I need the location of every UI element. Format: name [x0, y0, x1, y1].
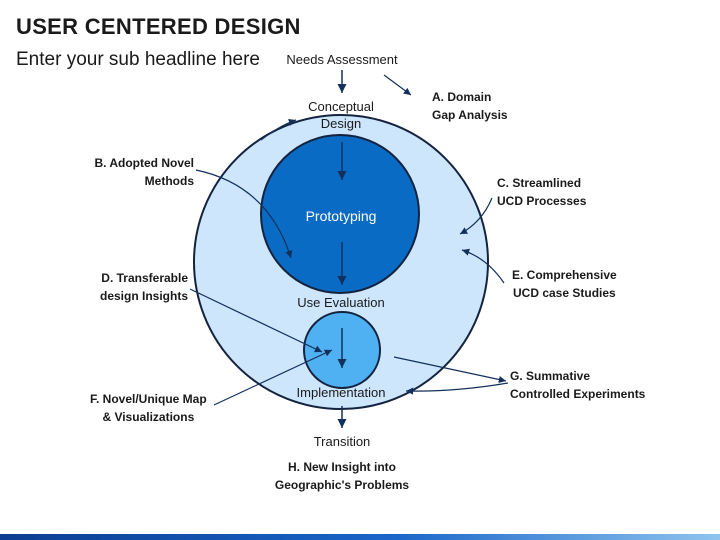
item-c-line2: UCD Processes — [497, 194, 587, 208]
item-c: C. Streamlined UCD Processes — [497, 174, 586, 210]
arrow-c — [459, 197, 493, 235]
item-e-line2: UCD case Studies — [513, 286, 616, 300]
stage-use-evaluation: Use Evaluation — [297, 295, 385, 310]
arrow-d — [189, 288, 323, 353]
stage-prototyping: Prototyping — [305, 208, 377, 224]
stage-conceptual-design-line2: Design — [320, 116, 362, 131]
stage-conceptual-design-line1: Conceptual — [308, 99, 374, 114]
item-d: D. Transferable design Insights — [60, 269, 188, 305]
item-b: B. Adopted Novel Methods — [64, 154, 194, 190]
item-f: F. Novel/Unique Map & Visualizations — [90, 390, 207, 426]
arrow-outer-top — [260, 119, 297, 141]
arrow-b — [195, 169, 293, 259]
item-h-line2: Geographic's Problems — [274, 478, 410, 492]
footer-accent-bar — [0, 534, 720, 540]
item-h-line1: H. New Insight into — [287, 460, 396, 474]
item-c-line1: C. Streamlined — [497, 176, 582, 190]
arrow-g-return — [405, 382, 509, 395]
stage-transition: Transition — [313, 434, 371, 449]
arrow-a — [383, 74, 412, 96]
stage-implementation: Implementation — [296, 385, 386, 400]
arrow-f — [213, 349, 333, 406]
item-b-line2: Methods — [144, 174, 194, 188]
item-e-line1: E. Comprehensive — [512, 268, 617, 282]
arrow-g — [393, 356, 507, 384]
item-g-line1: G. Summative — [510, 369, 591, 383]
item-g: G. Summative Controlled Experiments — [510, 367, 645, 403]
item-d-line2: design Insights — [99, 289, 188, 303]
item-h: H. New Insight into Geographic's Problem… — [275, 458, 409, 494]
item-f-line1: F. Novel/Unique Map — [90, 392, 207, 406]
item-e: E. Comprehensive UCD case Studies — [512, 266, 617, 302]
item-a-line2: Gap Analysis — [432, 108, 508, 122]
item-a: A. Domain Gap Analysis — [432, 88, 508, 124]
prototyping-circle — [260, 134, 420, 294]
item-b-line1: B. Adopted Novel — [94, 156, 194, 170]
arrow-e — [461, 248, 505, 284]
item-f-line2: & Visualizations — [102, 410, 195, 424]
stage-needs-assessment: Needs Assessment — [286, 52, 398, 67]
item-d-line1: D. Transferable — [101, 271, 188, 285]
item-a-line1: A. Domain — [432, 90, 492, 104]
page-subtitle: Enter your sub headline here — [16, 49, 260, 70]
stage-conceptual-design: Conceptual Design — [308, 98, 374, 132]
item-g-line2: Controlled Experiments — [510, 387, 646, 401]
page-title: USER CENTERED DESIGN — [16, 14, 301, 39]
